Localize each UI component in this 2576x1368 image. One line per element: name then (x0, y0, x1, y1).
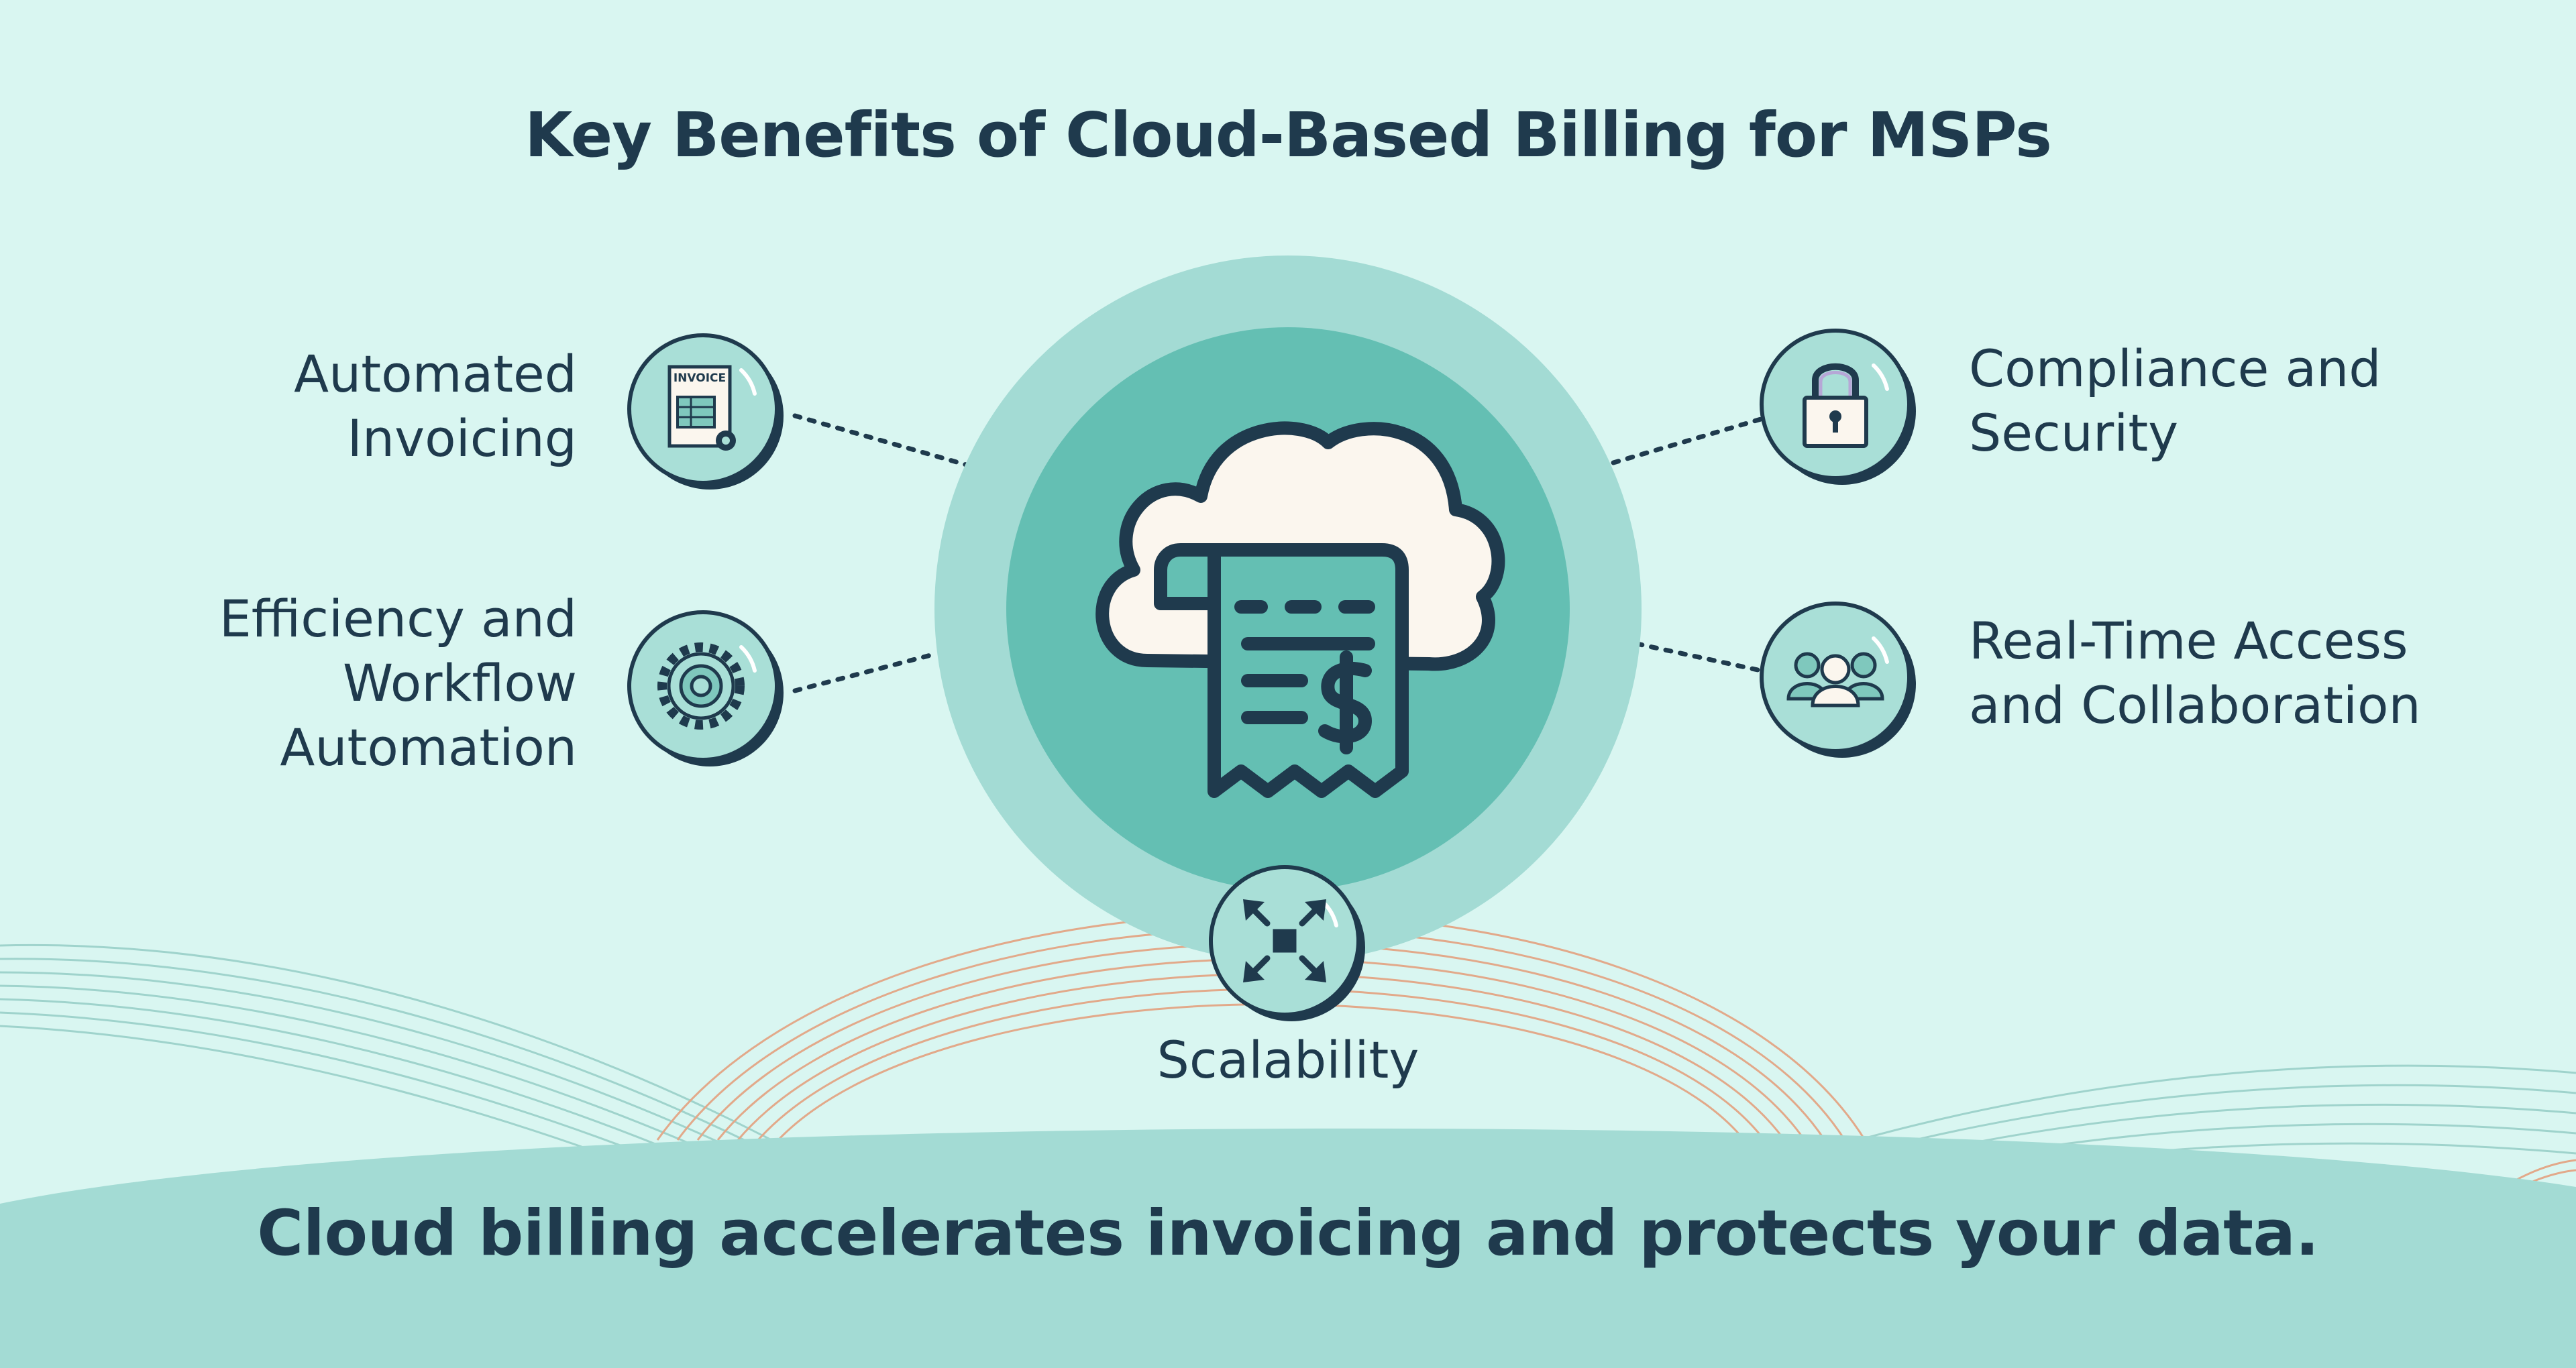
label-realtime-collaboration: Real-Time Access and Collaboration (1969, 611, 2421, 735)
svg-text:INVOICE: INVOICE (674, 372, 726, 385)
connector-realtime (1634, 641, 1764, 673)
label-automated-invoicing: Automated Invoicing (294, 344, 577, 468)
bottom-banner (0, 1128, 2576, 1368)
wave-lines-left (0, 944, 772, 1222)
node-efficiency-workflow (627, 610, 784, 766)
node-compliance-security (1760, 329, 1916, 485)
label-scalability: Scalability (1157, 1030, 1419, 1090)
connector-efficiency (792, 651, 938, 693)
label-efficiency-workflow: Efficiency and Workflow Automation (219, 589, 577, 777)
label-compliance-security: Compliance and Security (1969, 339, 2381, 463)
invoice-icon: INVOICE (667, 365, 736, 451)
connectors (792, 413, 1764, 693)
footer-tagline: Cloud billing accelerates invoicing and … (257, 1197, 2319, 1270)
page-title: Key Benefits of Cloud-Based Billing for … (525, 99, 2052, 171)
padlock-icon (1803, 363, 1868, 448)
connector-compliance (1611, 416, 1764, 465)
gear-icon (657, 642, 745, 730)
users-icon (1786, 652, 1884, 707)
connector-invoicing (792, 413, 969, 467)
node-automated-invoicing: INVOICE (627, 333, 784, 490)
expand-arrows-icon (1243, 899, 1326, 982)
cloud-invoice-dollar-icon (1095, 421, 1505, 798)
node-scalability (1209, 865, 1365, 1021)
node-realtime-collaboration (1760, 602, 1916, 758)
